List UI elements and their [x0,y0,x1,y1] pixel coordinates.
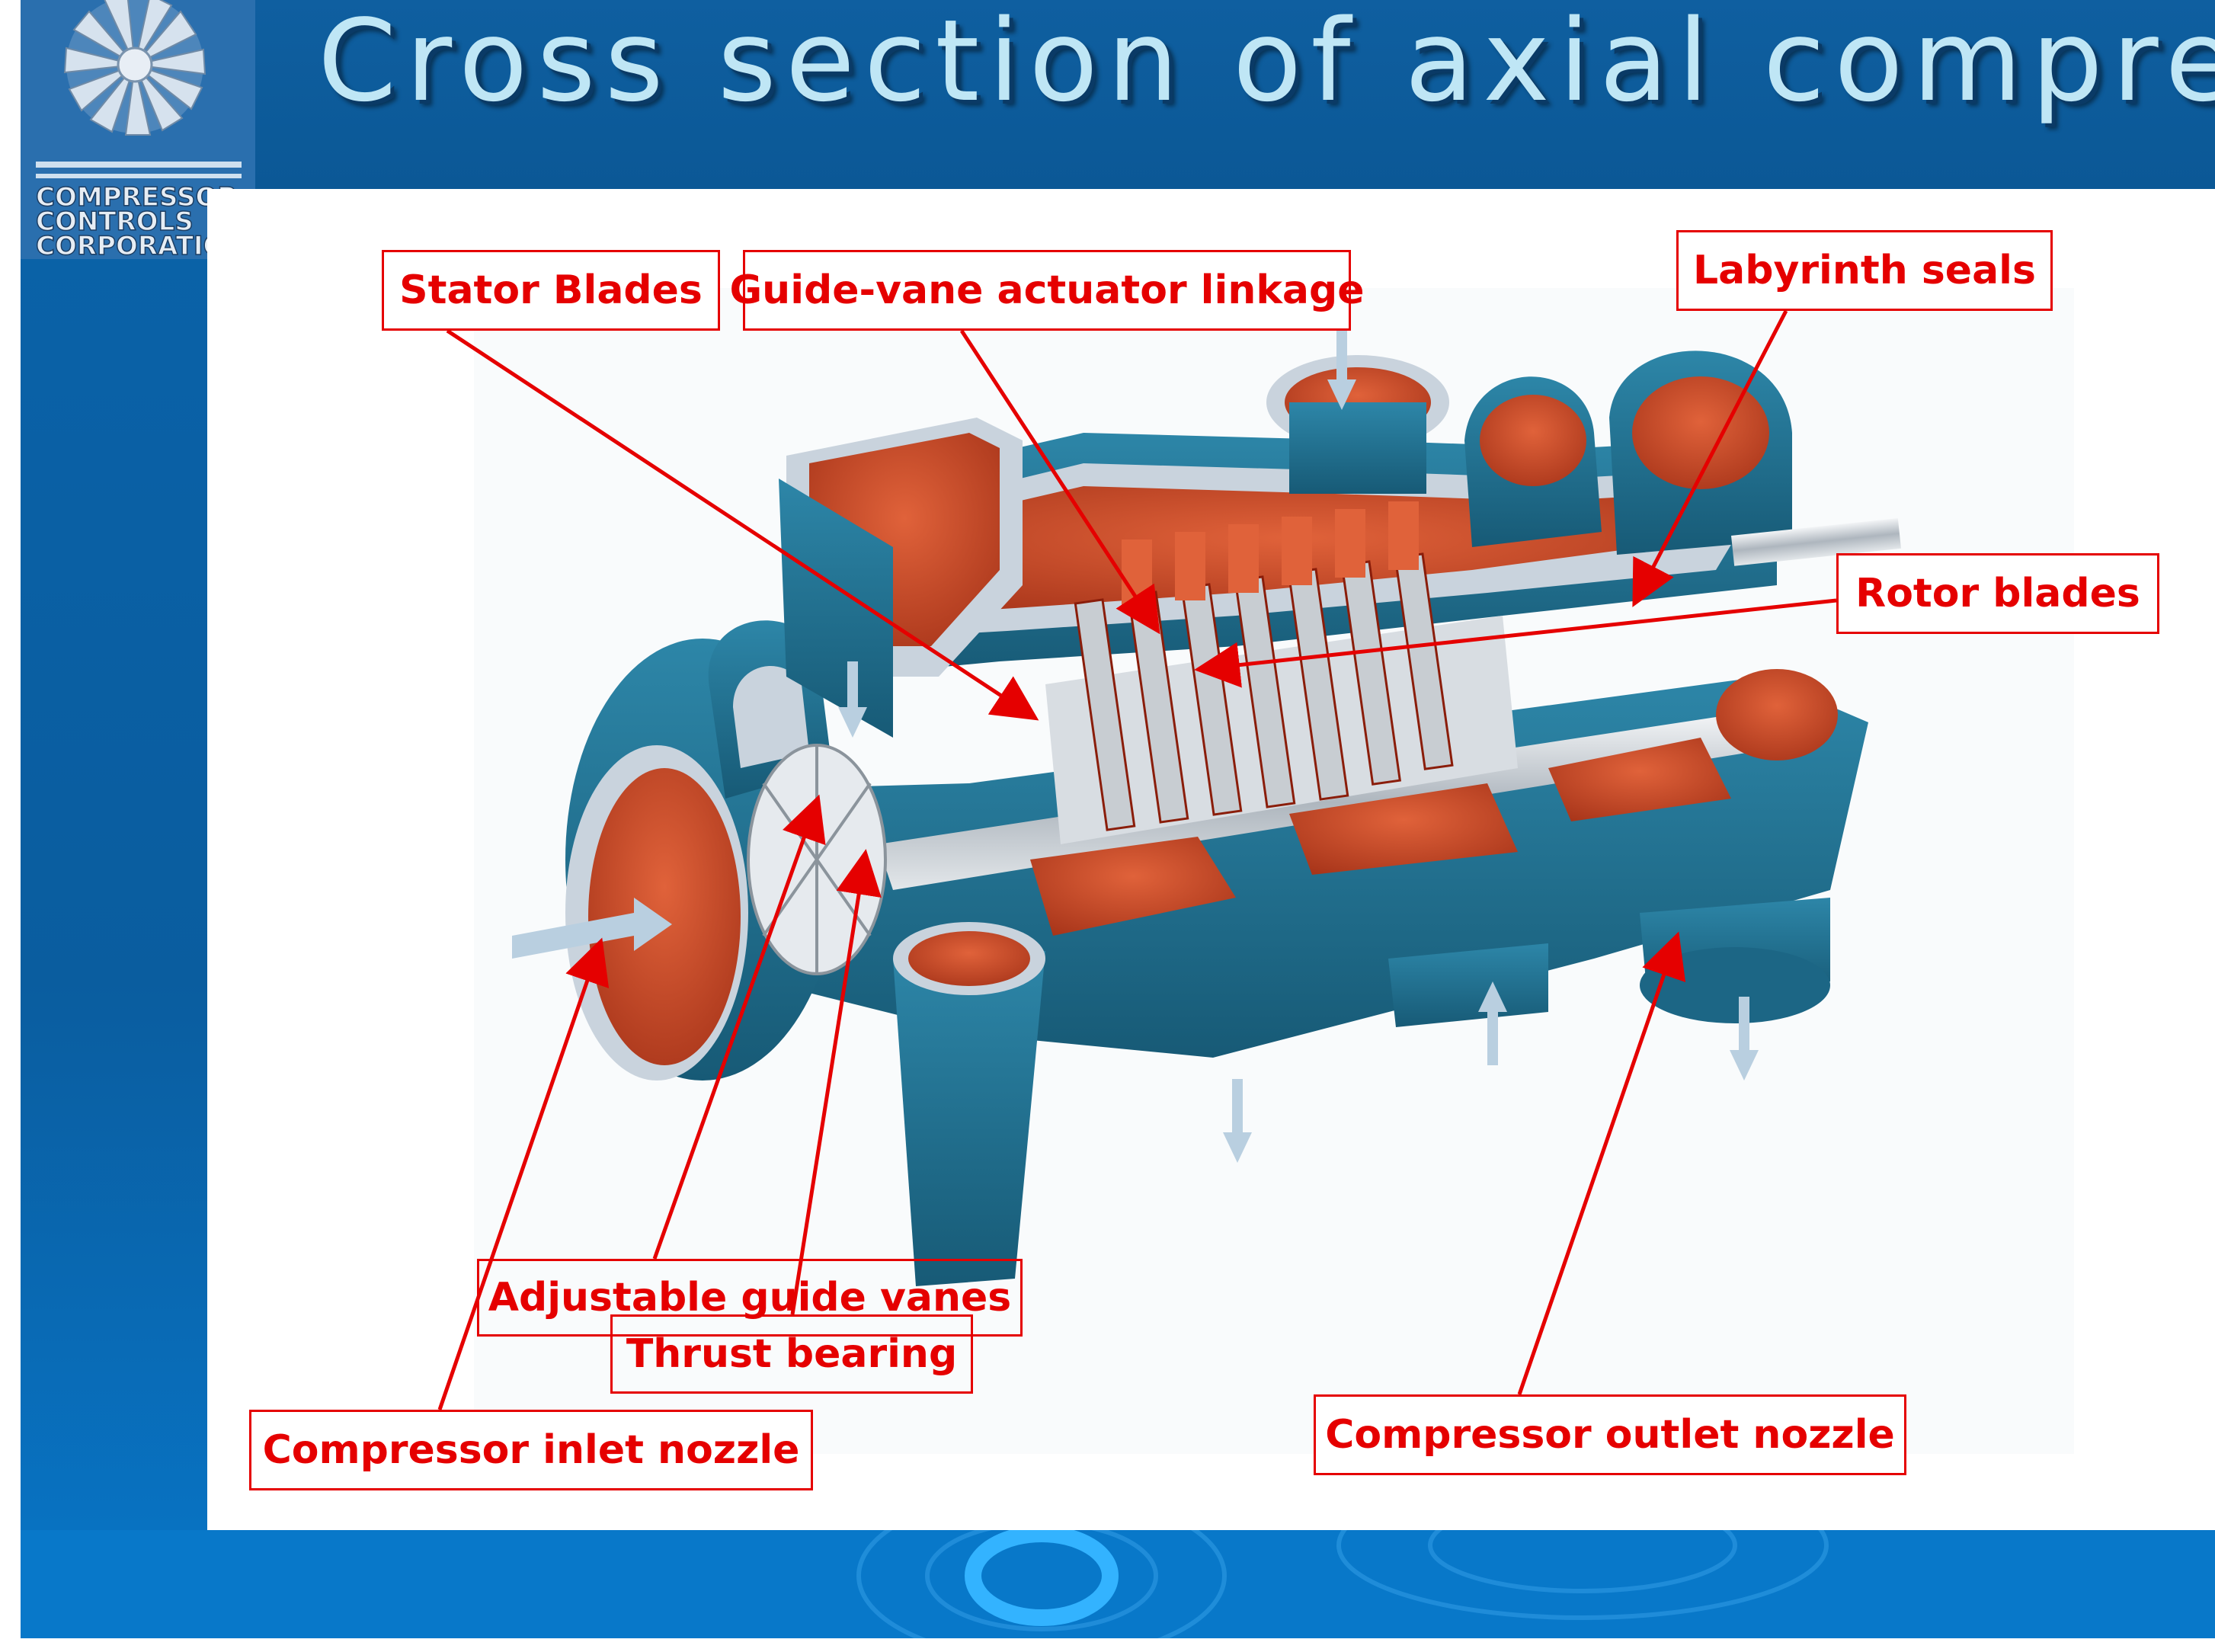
label-compressor-inlet-nozzle: Compressor inlet nozzle [249,1410,813,1490]
title-bar: Cross section of axial compressor [21,0,2215,189]
label-thrust-bearing: Thrust bearing [610,1314,973,1394]
label-guide-vane-actuator-linkage: Guide-vane actuator linkage [730,250,1365,331]
turbine-rotor-icon [63,0,206,136]
label-stator-blades: Stator Blades [382,250,720,331]
label-compressor-outlet-nozzle: Compressor outlet nozzle [1314,1394,1906,1475]
logo-line-2: CONTROLS [36,206,194,237]
slide-title: Cross section of axial compressor [318,0,2215,126]
logo-line-1: COMPRESSOR [36,182,238,213]
bottom-ripple-band [21,1530,2215,1638]
label-labyrinth-seals: Labyrinth seals [1676,230,2053,311]
label-rotor-blades: Rotor blades [1836,553,2159,634]
slide: Cross section of axial compressor [21,0,2215,1638]
